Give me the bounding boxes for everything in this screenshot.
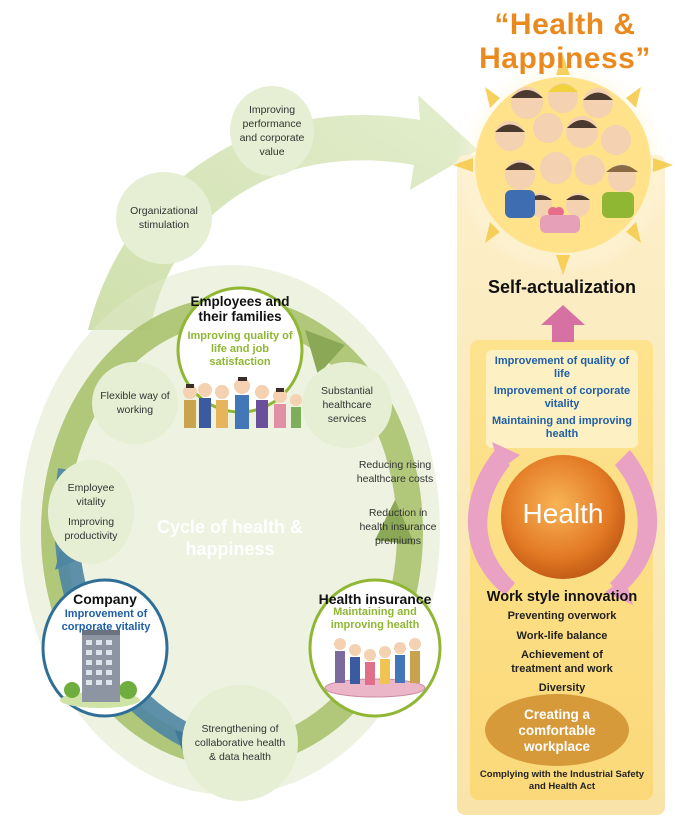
organizational-text: Organizational stimulation: [130, 204, 198, 231]
benefit-corporate-vitality: Improvement of corporate vitality: [493, 385, 631, 410]
self-actualization-label: Self-actualization: [487, 277, 637, 297]
work-item-diversity: Diversity: [538, 682, 586, 694]
insurance-title: Health insurance: [318, 591, 432, 607]
healthcare-text: Substantial healthcare services: [321, 384, 373, 426]
compliance-label: Complying with the Industrial Safety and…: [479, 769, 645, 792]
insurance-people-illustration: [334, 638, 421, 685]
health-arrow-left: [467, 450, 515, 595]
growth-arc: [88, 95, 478, 330]
health-ball: [501, 455, 625, 579]
collaboration-text: Strengthening of collaborative health & …: [194, 722, 286, 764]
title-line-2: Happiness”: [479, 42, 651, 75]
health-label: Health: [522, 498, 604, 529]
productivity-text: Improving productivity: [64, 516, 118, 543]
work-item-balance: Work-life balance: [516, 629, 608, 642]
circle-organizational: Organizational stimulation: [116, 172, 212, 264]
employee-vitality-text: Employee vitality: [67, 481, 115, 508]
work-item-treatment: Achievement of treatment and work: [511, 649, 613, 675]
work-item-overwork: Preventing overwork: [507, 610, 617, 622]
circle-flexible: Flexible way of working: [92, 362, 178, 444]
insurance-subtitle: Maintaining and improving health: [330, 606, 420, 631]
costs-text: Reducing rising healthcare costs: [356, 459, 434, 485]
performance-text: Improving performance and corporate valu…: [239, 103, 305, 159]
benefits-box: [486, 350, 638, 448]
sun-rays: [453, 55, 673, 275]
circle-performance: Improving performance and corporate valu…: [230, 86, 314, 176]
company-subtitle: Improvement of corporate vitality: [61, 608, 151, 633]
up-arrow: [541, 305, 585, 342]
premiums-text: Reduction in health insurance premiums: [359, 507, 437, 547]
benefit-quality-of-life: Improvement of quality of life: [494, 355, 630, 380]
work-style-heading: Work style innovation: [486, 589, 638, 605]
workplace-blob: [485, 694, 629, 766]
circle-healthcare: Substantial healthcare services: [302, 362, 392, 448]
happy-family-illustration: [495, 83, 638, 233]
circle-employee-vitality: Employee vitality Improving productivity: [48, 460, 134, 564]
ring-arrow: [375, 500, 415, 545]
workplace-label: Creating a comfortable workplace: [518, 707, 596, 754]
employees-title: Employees and their families: [190, 294, 290, 324]
benefit-health: Maintaining and improving health: [492, 415, 632, 440]
work-style-items: Preventing overwork Work-life balance Ac…: [476, 610, 648, 696]
benefits-list: Improvement of quality of life Improveme…: [486, 355, 638, 441]
circle-collaboration: Strengthening of collaborative health & …: [182, 685, 298, 801]
flexible-text: Flexible way of working: [100, 389, 170, 416]
company-title: Company: [73, 591, 137, 607]
title-line-1: “Health &: [494, 8, 636, 41]
ring-arrow: [305, 330, 345, 375]
employees-subtitle: Improving quality of life and job satisf…: [187, 330, 293, 368]
cycle-center-label: Cycle of health & happiness: [156, 517, 304, 559]
health-arrow-right: [610, 450, 658, 595]
building-illustration: [60, 630, 140, 708]
page-title: “Health & Happiness”: [460, 8, 670, 76]
employees-people-illustration: [183, 377, 302, 429]
